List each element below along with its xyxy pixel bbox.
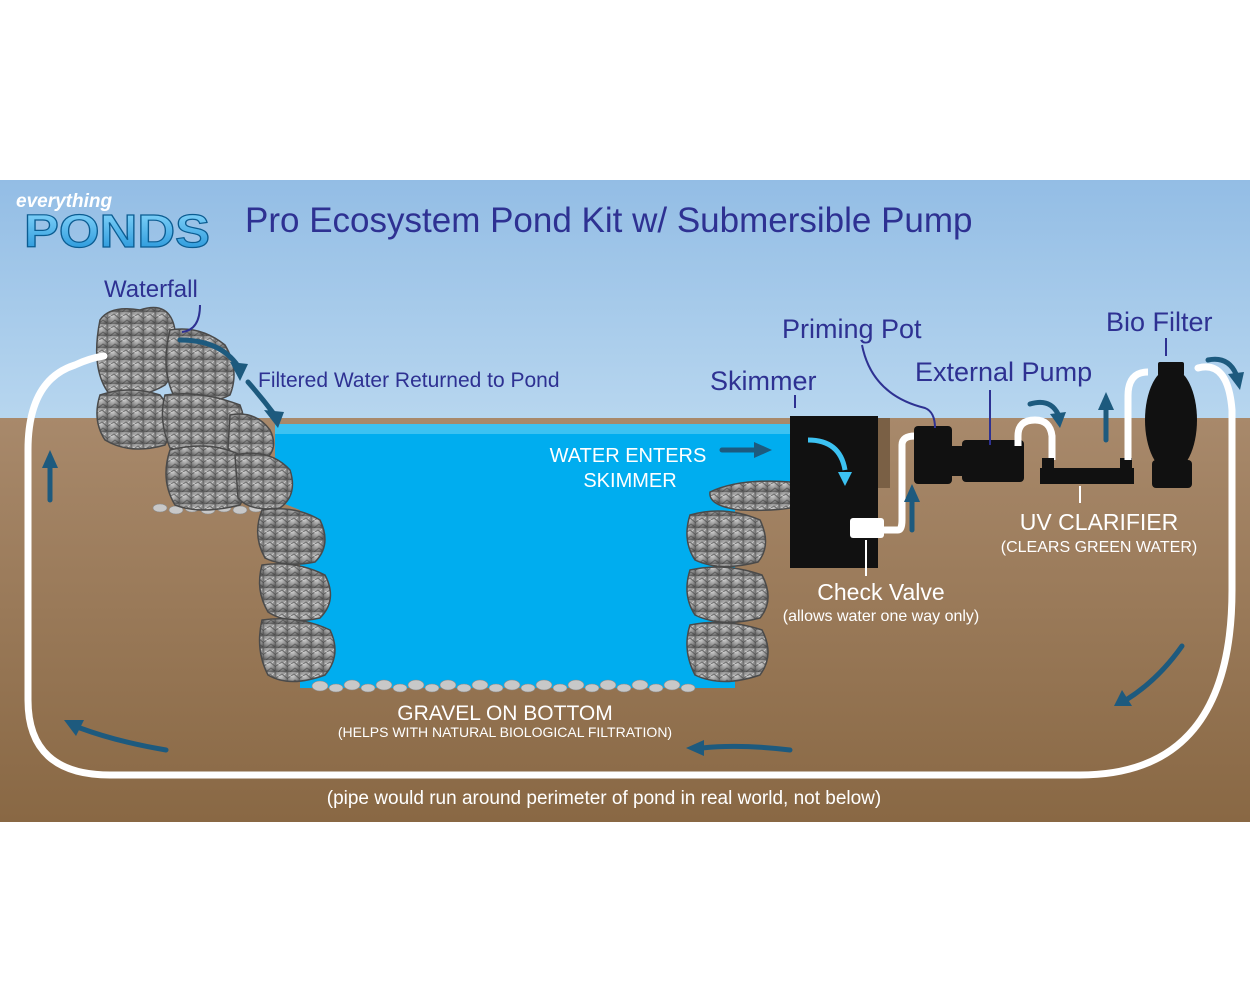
logo-top: everything: [16, 191, 112, 212]
arrow-return-bottom-left-head: [64, 720, 84, 736]
label-priming-pot: Priming Pot: [782, 314, 922, 344]
skimmer-rocks: [686, 480, 815, 683]
waterfall-rocks: [95, 306, 336, 683]
leader-lines: [181, 304, 1167, 576]
label-pipe-note: (pipe would run around perimeter of pond…: [327, 788, 881, 809]
flow-arrows: [42, 337, 1244, 756]
external-pump-unit: [914, 426, 1024, 484]
arrow-pump-curve: [1027, 399, 1061, 417]
arrow-up-uv-head: [1098, 392, 1114, 410]
arrow-return-up-left-head: [42, 450, 58, 468]
arrow-return-right-head: [1114, 690, 1132, 706]
label-external-pump: External Pump: [915, 357, 1092, 387]
uv-clarifier-unit: [1040, 458, 1134, 484]
label-waterfall: Waterfall: [104, 276, 198, 303]
arrow-return-bottom-left: [77, 725, 169, 753]
arrow-waterfall-1-head: [230, 362, 248, 381]
label-water-enters-line2: SKIMMER: [583, 470, 676, 492]
check-valve: [850, 518, 884, 538]
arrow-return-right: [1123, 643, 1185, 703]
diagram-title: Pro Ecosystem Pond Kit w/ Submersible Pu…: [245, 201, 973, 240]
label-gravel-sub: (HELPS WITH NATURAL BIOLOGICAL FILTRATIO…: [338, 724, 672, 740]
arrow-pump-curve-head: [1050, 412, 1066, 428]
uv-pipe: [1124, 368, 1149, 460]
gravel-bed: [152, 503, 696, 693]
bio-filter-unit: [1145, 362, 1197, 488]
label-water-enters-line1: WATER ENTERS: [550, 445, 707, 467]
pond-surface-lighter: [275, 424, 790, 434]
logo-main: PONDS: [24, 205, 210, 257]
arrow-bio-out-head: [1228, 372, 1244, 390]
arrow-bio-out: [1205, 356, 1239, 377]
label-uv-clarifier-sub: (CLEARS GREEN WATER): [1001, 539, 1197, 556]
skimmer-outlet-pipe: [872, 432, 916, 534]
skimmer-unit: [790, 416, 890, 568]
arrow-up-pump-head: [904, 484, 920, 502]
arrow-return-bottom-mid: [699, 743, 793, 753]
label-uv-clarifier: UV CLARIFIER: [1020, 509, 1178, 535]
label-gravel: GRAVEL ON BOTTOM: [397, 702, 612, 725]
arrow-waterfall-1: [177, 337, 241, 369]
label-bio-filter: Bio Filter: [1106, 307, 1213, 337]
label-skimmer: Skimmer: [710, 366, 817, 396]
pond-water: [275, 424, 790, 688]
arrow-water-enters-head: [754, 442, 772, 458]
pump-pipe: [1014, 416, 1056, 460]
label-check-valve: Check Valve: [817, 579, 944, 605]
return-pipe: [24, 352, 1236, 779]
arrow-return-bottom-mid-head: [686, 740, 704, 756]
arrow-waterfall-2-head: [264, 410, 284, 428]
label-check-valve-sub: (allows water one way only): [783, 608, 980, 625]
label-filtered-water: Filtered Water Returned to Pond: [258, 369, 560, 392]
